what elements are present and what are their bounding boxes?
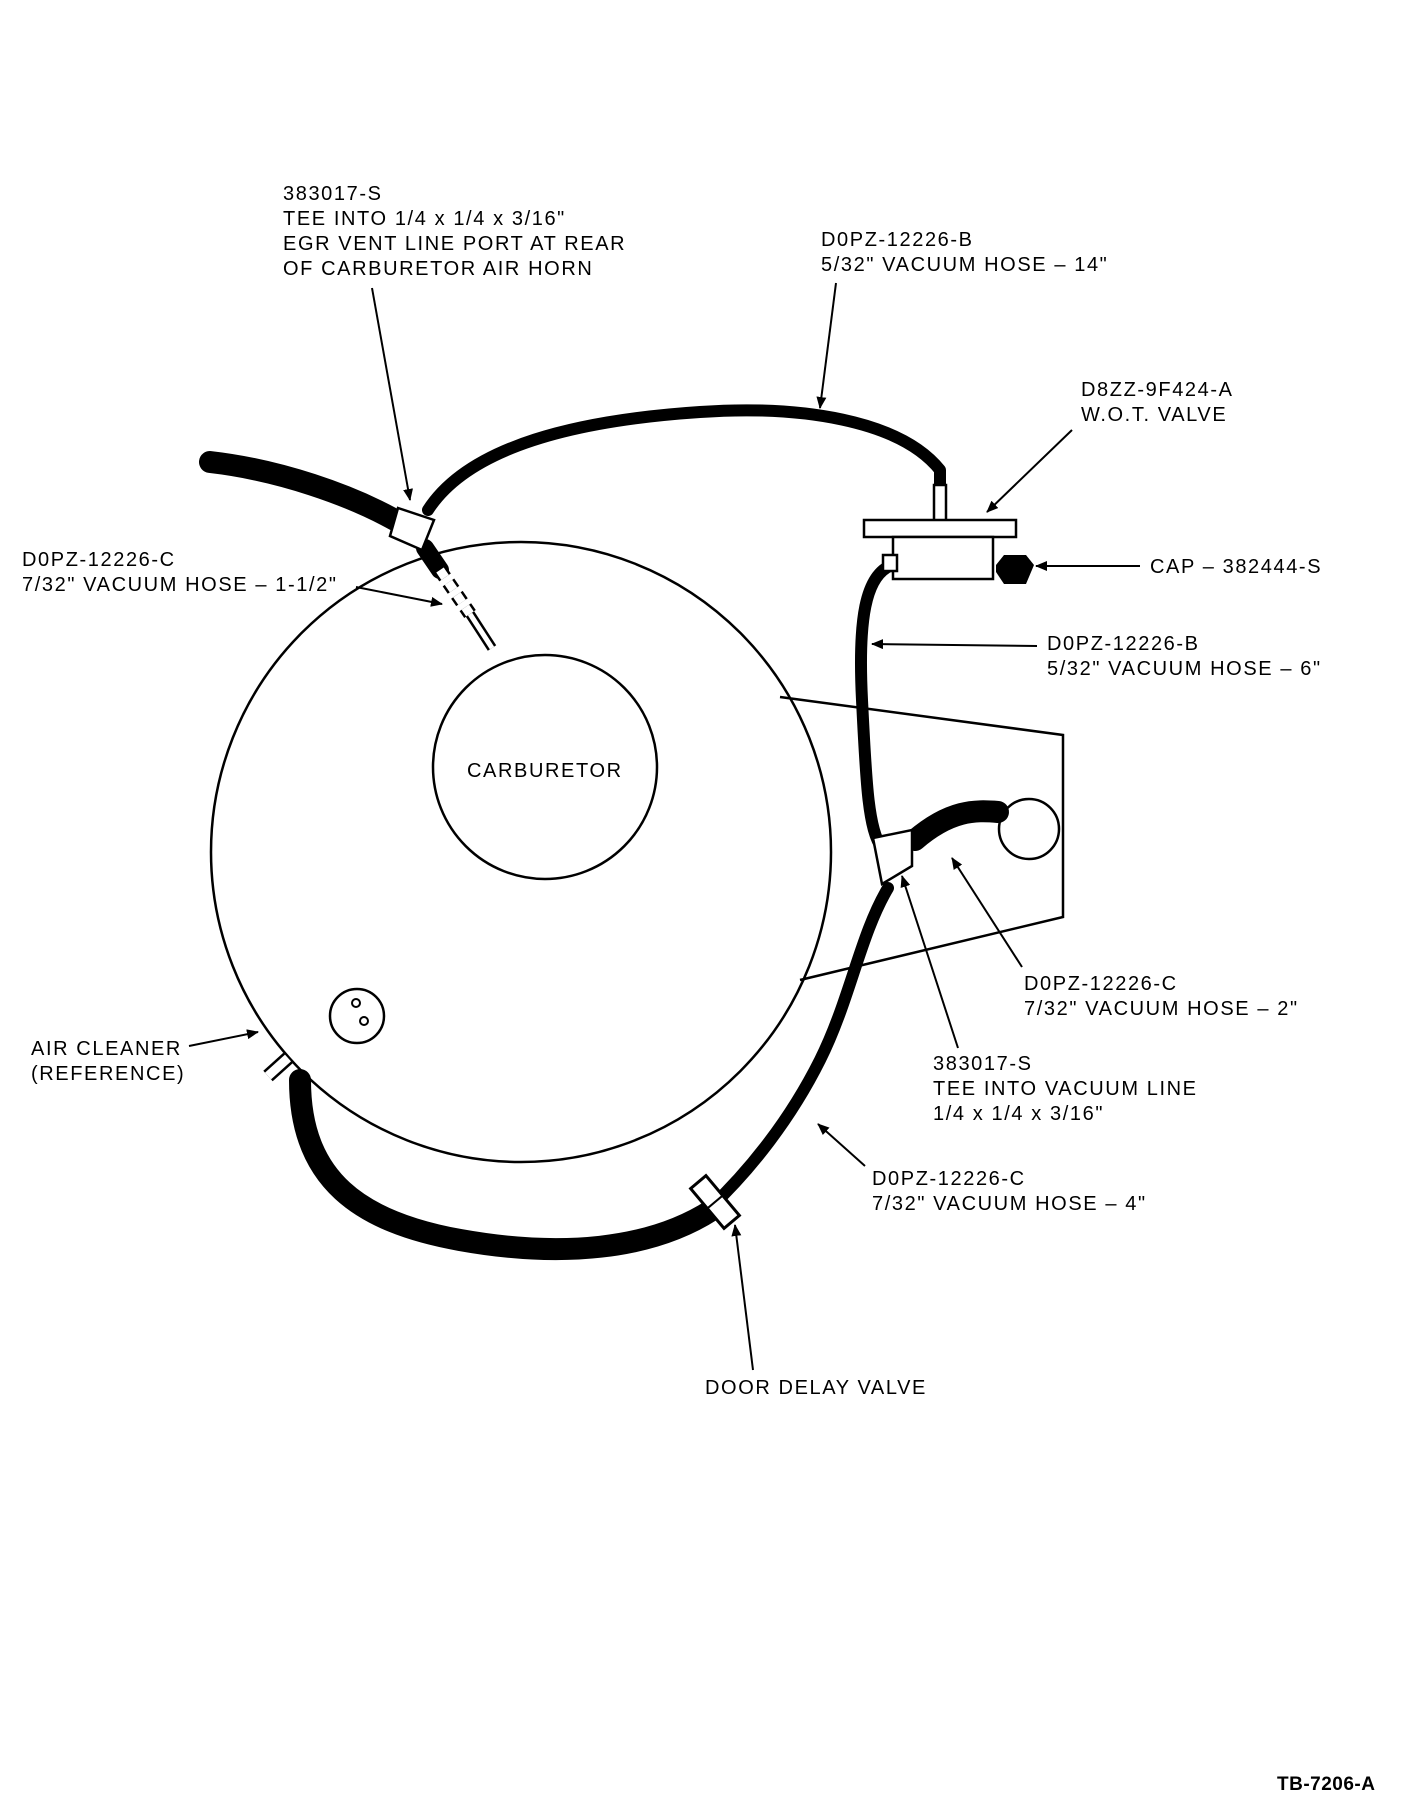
leader-wot-valve bbox=[986, 429, 1073, 513]
leader-hose-1-5 bbox=[355, 586, 443, 607]
egr-vent-hose bbox=[199, 451, 406, 531]
hose-1-5-label: D0PZ-12226-C 7/32" VACUUM HOSE – 1-1/2" bbox=[22, 549, 338, 596]
cap-fitting bbox=[996, 555, 1034, 584]
vacuum-tee-fitting bbox=[871, 828, 914, 886]
air-cleaner-housing bbox=[209, 540, 833, 1164]
hose-2-inch bbox=[904, 800, 1009, 851]
hose-2-label: D0PZ-12226-C 7/32" VACUUM HOSE – 2" bbox=[1024, 973, 1299, 1020]
leader-vacuum-tee bbox=[900, 875, 959, 1049]
air-cleaner-label: AIR CLEANER (REFERENCE) bbox=[31, 1038, 189, 1085]
leader-hose-2 bbox=[951, 857, 1023, 968]
leader-egr-tee bbox=[371, 287, 413, 501]
figure-id: TB-7206-A bbox=[1277, 1774, 1375, 1795]
bracket-port bbox=[997, 797, 1061, 861]
hose-air-cleaner bbox=[289, 1069, 723, 1261]
hose-6-label: D0PZ-12226-B 5/32" VACUUM HOSE – 6" bbox=[1047, 633, 1322, 680]
hose-4-inch bbox=[704, 882, 894, 1214]
carburetor-label: CARBURETOR bbox=[467, 760, 623, 782]
hose-6-inch bbox=[854, 559, 898, 854]
air-cleaner-stud bbox=[328, 987, 386, 1045]
egr-tee-fitting bbox=[388, 506, 436, 552]
air-cleaner-nipple bbox=[263, 1052, 293, 1082]
cap-label: CAP – 382444-S bbox=[1150, 556, 1322, 578]
leader-hose-4 bbox=[817, 1123, 866, 1167]
egr-tee-label: 383017-S TEE INTO 1/4 x 1/4 x 3/16" EGR … bbox=[283, 183, 633, 280]
carburetor-outline bbox=[431, 653, 659, 881]
leader-hose-14 bbox=[816, 282, 837, 409]
door-delay-valve bbox=[688, 1173, 742, 1231]
hose-4-label: D0PZ-12226-C 7/32" VACUUM HOSE – 4" bbox=[872, 1168, 1147, 1215]
door-delay-label: DOOR DELAY VALVE bbox=[705, 1377, 927, 1399]
wot-valve bbox=[862, 483, 1018, 581]
leader-air-cleaner bbox=[188, 1029, 259, 1047]
mounting-bracket bbox=[779, 695, 1065, 982]
hose-14-label: D0PZ-12226-B 5/32" VACUUM HOSE – 14" bbox=[821, 229, 1108, 276]
vacuum-tee-label: 383017-S TEE INTO VACUUM LINE 1/4 x 1/4 … bbox=[933, 1053, 1205, 1125]
hose-1-5-inch bbox=[416, 539, 449, 579]
leader-hose-6 bbox=[871, 639, 1038, 650]
wot-valve-label: D8ZZ-9F424-A W.O.T. VALVE bbox=[1081, 379, 1240, 426]
hose-14-inch bbox=[422, 404, 946, 516]
leader-door-delay bbox=[731, 1224, 754, 1371]
